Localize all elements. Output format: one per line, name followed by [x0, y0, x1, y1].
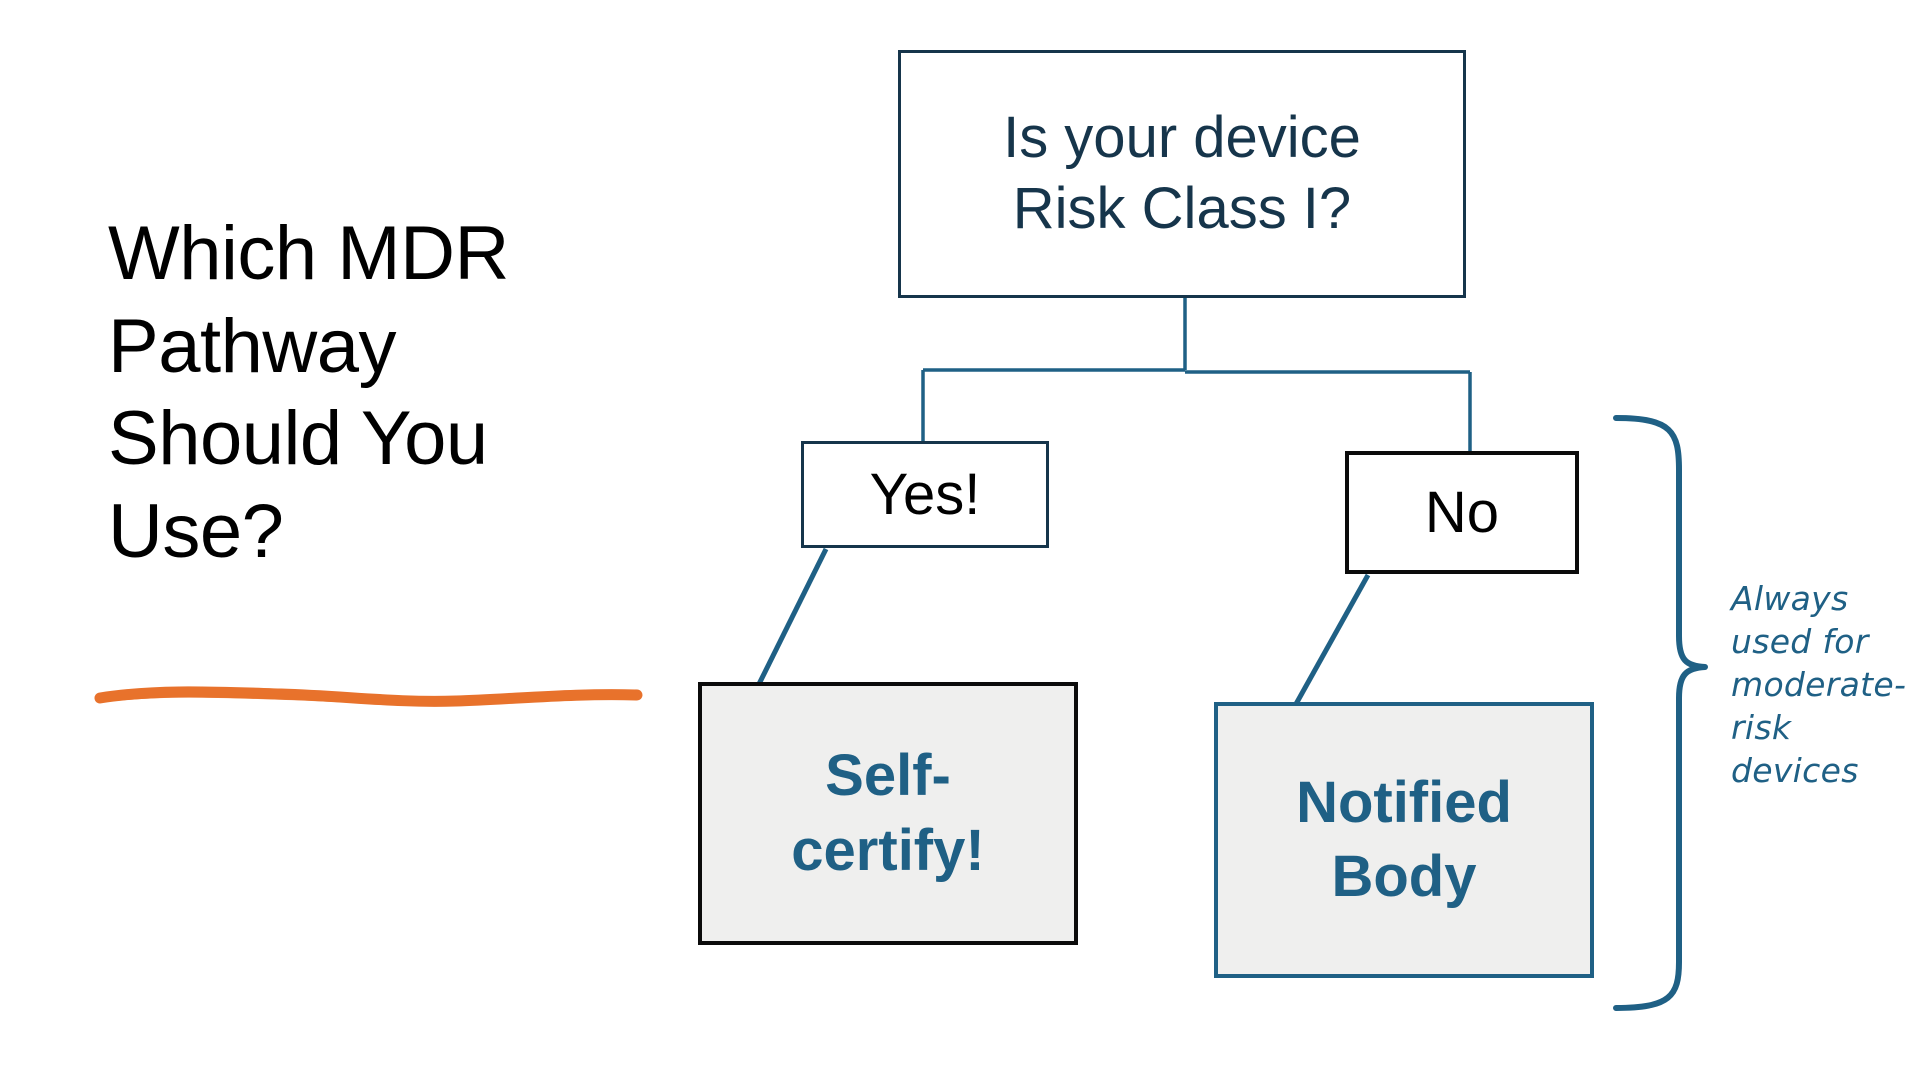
outcome-node-self-certify-label: Self- certify!	[791, 743, 985, 883]
outcome-node-notified-body-label: Notified Body	[1296, 769, 1512, 909]
decision-node-risk-class[interactable]: Is your device Risk Class I?	[898, 50, 1466, 298]
branch-node-yes[interactable]: Yes!	[801, 441, 1049, 548]
branch-node-no[interactable]: No	[1345, 451, 1579, 574]
branch-node-no-label: No	[1424, 479, 1500, 545]
annotation-curly-brace	[1613, 415, 1708, 1011]
branch-node-yes-label: Yes!	[869, 461, 981, 527]
annotation-note-text: Always used for moderate- risk devices	[1731, 579, 1907, 790]
decision-node-label: Is your device Risk Class I?	[1003, 105, 1361, 241]
edge-no-notified-body	[1293, 573, 1371, 706]
outcome-node-notified-body[interactable]: Notified Body	[1214, 702, 1594, 978]
outcome-node-self-certify[interactable]: Self- certify!	[698, 682, 1078, 945]
title-underline-stroke	[94, 686, 643, 707]
edge-yes-self-certify	[756, 547, 829, 686]
annotation-note: Always used for moderate- risk devices	[1731, 578, 1911, 792]
page-title: Which MDR Pathway Should You Use?	[108, 211, 509, 575]
title-block: Which MDR Pathway Should You Use?	[108, 208, 628, 579]
